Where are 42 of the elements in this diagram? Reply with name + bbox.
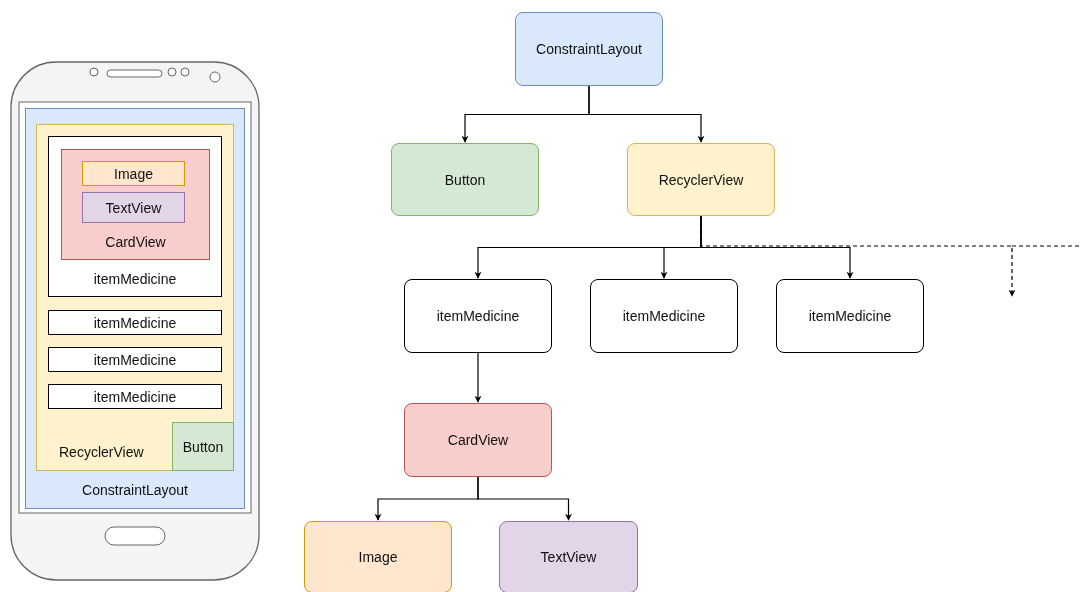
node-label: RecyclerView: [658, 171, 744, 188]
button-box: [172, 422, 234, 471]
tree-node: [304, 521, 452, 592]
arrow: [588, 85, 705, 143]
arrow: [700, 215, 1016, 297]
node-label: itemMedicine: [436, 308, 520, 324]
node-label: Image: [358, 549, 398, 565]
text-box: [82, 192, 185, 223]
node-label: CardView: [105, 234, 166, 250]
node-label: ConstraintLayout: [82, 482, 188, 498]
arrow: [477, 476, 572, 521]
tree-node: [515, 12, 663, 86]
node-label: ConstraintLayout: [536, 41, 642, 57]
list-panel: [36, 124, 234, 471]
layout-panel: [25, 108, 245, 509]
node-label: itemMedicine: [808, 308, 892, 324]
node-label: RecyclerView: [59, 444, 144, 460]
tree-node: [404, 279, 552, 353]
node-label: itemMedicine: [622, 308, 706, 324]
arrow: [474, 352, 482, 403]
node-label: itemMedicine: [93, 388, 177, 405]
tree-node: [776, 279, 924, 353]
card-panel: [61, 149, 210, 260]
tree-node: [627, 143, 775, 216]
tree-node: [499, 521, 638, 592]
node-label: itemMedicine: [93, 271, 177, 287]
list-item-row: [48, 347, 222, 372]
tree-node: [590, 279, 738, 353]
node-label: Button: [182, 438, 224, 455]
list-item-row: [48, 310, 222, 335]
node-label: CardView: [447, 432, 509, 448]
node-label: Button: [444, 171, 486, 188]
node-label: itemMedicine: [93, 314, 177, 331]
image-box: [82, 161, 185, 186]
tree-node: [404, 403, 552, 477]
node-label: Image: [114, 165, 153, 182]
node-label: itemMedicine: [93, 351, 177, 368]
node-label: TextView: [540, 549, 597, 565]
list-item-card: [48, 136, 222, 297]
list-item-row: [48, 384, 222, 409]
node-label: TextView: [105, 199, 162, 216]
tree-node: [391, 143, 539, 216]
